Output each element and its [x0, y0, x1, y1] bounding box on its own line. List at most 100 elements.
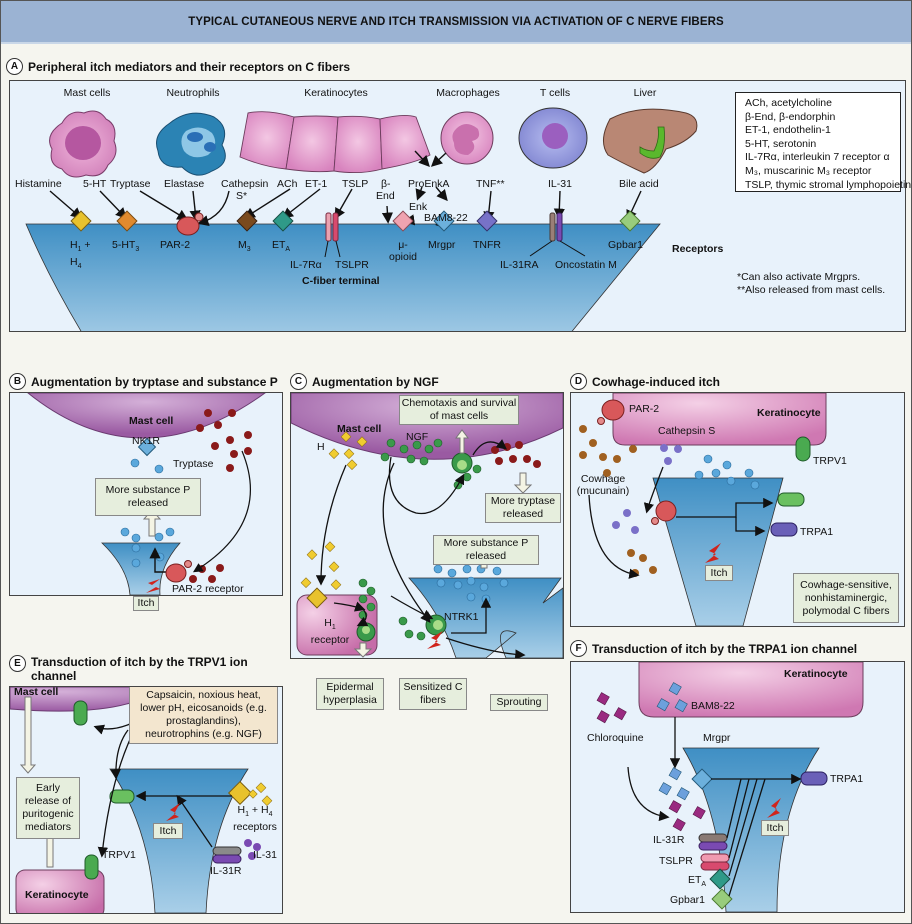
par2-receptor-icon — [176, 212, 204, 236]
il31r-label: IL-31R — [653, 834, 685, 846]
mast-trpv1-receptor-icon — [73, 700, 88, 726]
mediator-tslp: TSLP — [342, 178, 369, 190]
tnfr-receptor-icon — [476, 210, 498, 232]
trpv1-label: TRPV1 — [102, 849, 136, 861]
panel-f-drawing — [596, 662, 864, 912]
keratinocyte-ntrk1-receptor-icon — [356, 622, 376, 642]
keratinocyte-label: Keratinocyte — [25, 889, 89, 901]
par2-receptor-label: PAR-2 receptor — [172, 583, 244, 595]
panel-a: Mast cells Neutrophils Keratinocytes Mac… — [9, 80, 906, 332]
itch-label: Itch — [153, 823, 183, 839]
keratinocyte-label: Keratinocyte — [757, 407, 821, 419]
signal-arrows — [93, 723, 232, 858]
cell-label: Keratinocytes — [304, 87, 368, 99]
mediator-beta-end: β- — [381, 178, 391, 190]
macrophage-icon — [440, 111, 494, 165]
par2-receptor-icon — [597, 399, 625, 425]
mediator-enk: Enk — [409, 201, 428, 213]
5ht3-receptor-icon — [116, 210, 138, 232]
trpv1-nerve-receptor-icon — [777, 492, 805, 507]
panel-e-letter: E — [9, 655, 26, 672]
panel-b-heading: B Augmentation by tryptase and substance… — [9, 373, 278, 390]
ngf-label: NGF — [406, 431, 429, 443]
keratinocytes-icon — [239, 111, 431, 174]
il31-dots — [244, 839, 261, 860]
itch-label: Itch — [761, 820, 789, 836]
panel-b-drawing — [27, 393, 266, 595]
panel-c-letter: C — [290, 373, 307, 390]
trpv1-label: TRPV1 — [813, 455, 847, 467]
cowhage-sensitive-box: Cowhage-sensitive, nonhistaminergic, pol… — [793, 573, 899, 623]
h1-h4-receptor-icon — [227, 780, 253, 806]
itch-bolt-icon — [705, 543, 721, 563]
cathepsin-s-label: Cathepsin S — [658, 425, 716, 437]
signal-arrows — [588, 466, 774, 579]
eta-label: ETA — [688, 874, 707, 889]
neutrophil-icon — [156, 112, 226, 176]
chloroquine-dots — [596, 692, 706, 832]
mediator-histamine: Histamine — [15, 178, 62, 190]
receptor-mu-opioid: μ-opioid — [388, 239, 418, 263]
receptor-il31ra: IL-31RA — [500, 259, 539, 271]
nerve-terminal-shape — [109, 768, 249, 913]
signal-arrows — [315, 439, 526, 658]
bam8-22-dots — [656, 682, 690, 801]
keratinocyte-shape — [638, 662, 864, 718]
mediator-elastase: Elastase — [164, 178, 205, 190]
mrgpr-label: Mrgpr — [703, 732, 731, 744]
receptor-il7ra: IL-7Rα — [290, 259, 322, 271]
substance-p-dots — [433, 564, 509, 604]
nk1r-label: NK1R — [132, 435, 161, 447]
keratinocyte-shape — [15, 869, 105, 913]
mast-cell-label: Mast cell — [129, 415, 174, 427]
mediator-et1: ET-1 — [305, 178, 328, 190]
legend-item: TSLP, thymic stromal lymphopoietin — [745, 178, 912, 191]
receptor-m3: M3 — [238, 239, 251, 254]
il7r-tslpr-receptor-icon — [325, 212, 339, 242]
receptor-par2: PAR-2 — [160, 239, 191, 251]
sprouting-box: Sprouting — [490, 694, 548, 711]
trpa1-receptor-icon — [800, 771, 828, 786]
legend-item: 5-HT, serotonin — [745, 137, 817, 150]
il31r-receptor-icon — [698, 833, 728, 851]
mast-cell-label: Mast cell — [14, 686, 59, 698]
itch-bolt-icon — [166, 803, 180, 821]
legend-item: M₃, muscarinic M₃ receptor — [745, 164, 872, 177]
cell-label: T cells — [539, 87, 571, 99]
c-fiber-terminal — [25, 223, 661, 331]
mediator-tnf: TNF** — [476, 178, 505, 190]
trpa1-label: TRPA1 — [800, 526, 834, 538]
figure-title: TYPICAL CUTANEOUS NERVE AND ITCH TRANSMI… — [1, 1, 911, 44]
legend-item: ET-1, endothelin-1 — [745, 124, 831, 137]
c-fiber-terminal-label: C-fiber terminal — [302, 275, 380, 287]
cell-label: Macrophages — [436, 87, 500, 99]
mediator-bile-acid: Bile acid — [619, 178, 659, 190]
trpv1-receptor-icon — [795, 436, 811, 462]
down-arrow-tryptase — [513, 472, 533, 494]
cowhage-dots — [579, 425, 657, 577]
receptor-h1-h4: H1 +H4 — [70, 239, 91, 271]
itch-label: Itch — [705, 565, 733, 581]
mu-opioid-receptor-icon — [392, 210, 414, 232]
il31r-receptor-icon — [212, 846, 242, 864]
panel-e-title: Transduction of itch by the TRPV1 ion ch… — [31, 655, 248, 683]
panel-f-heading: F Transduction of itch by the TRPA1 ion … — [570, 640, 857, 657]
liver-icon — [603, 108, 698, 174]
mediator-cathepsin-s: S* — [236, 190, 248, 202]
footnote-1: *Can also activate Mrgprs. — [737, 271, 861, 283]
legend-item: ACh, acetylcholine — [745, 97, 832, 109]
mrgpr-receptor-icon — [433, 210, 455, 232]
panel-b-letter: B — [9, 373, 26, 390]
early-release-box: Early release of puritogenic mediators — [16, 777, 80, 839]
legend-item: IL-7Rα, interleukin 7 receptor α — [745, 151, 890, 164]
panel-f-title: Transduction of itch by the TRPA1 ion ch… — [592, 641, 858, 656]
chemotaxis-box: Chemotaxis and survival of mast cells — [399, 395, 519, 425]
substance-p-dots — [694, 454, 760, 490]
panel-a-title: Peripheral itch mediators and their rece… — [28, 59, 351, 74]
down-arrow-early-release — [19, 696, 37, 774]
nerve-trpv1-receptor-icon — [109, 789, 135, 804]
keratinocyte-label: Keratinocyte — [784, 668, 848, 680]
panel-d-heading: D Cowhage-induced itch — [570, 373, 720, 390]
